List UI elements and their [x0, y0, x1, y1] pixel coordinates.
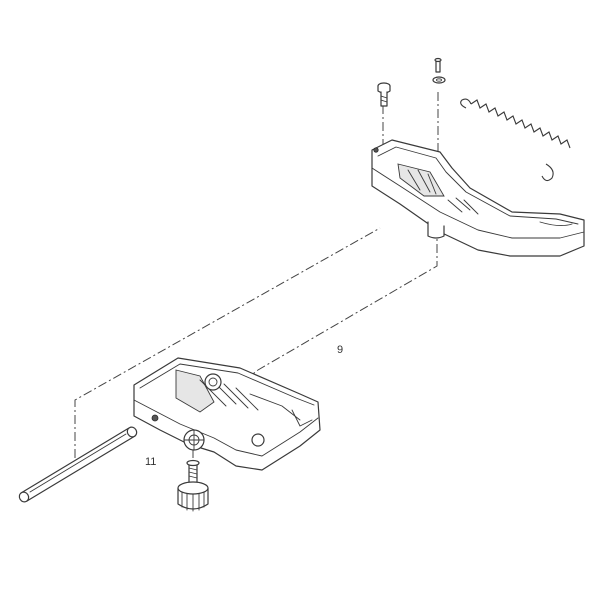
callout-pedal-label: 9	[337, 344, 343, 356]
pin-and-washer-part	[432, 57, 446, 84]
shaft-part	[18, 426, 138, 503]
adjustment-knob-part	[177, 459, 209, 512]
base-housing-part	[133, 357, 321, 471]
tension-spring-part	[460, 98, 571, 182]
screw-part	[377, 82, 391, 107]
callout-shaft-label: 11	[145, 456, 156, 468]
leader-shaft-to-pedal	[74, 227, 381, 458]
pedal-housing-part	[371, 139, 585, 257]
